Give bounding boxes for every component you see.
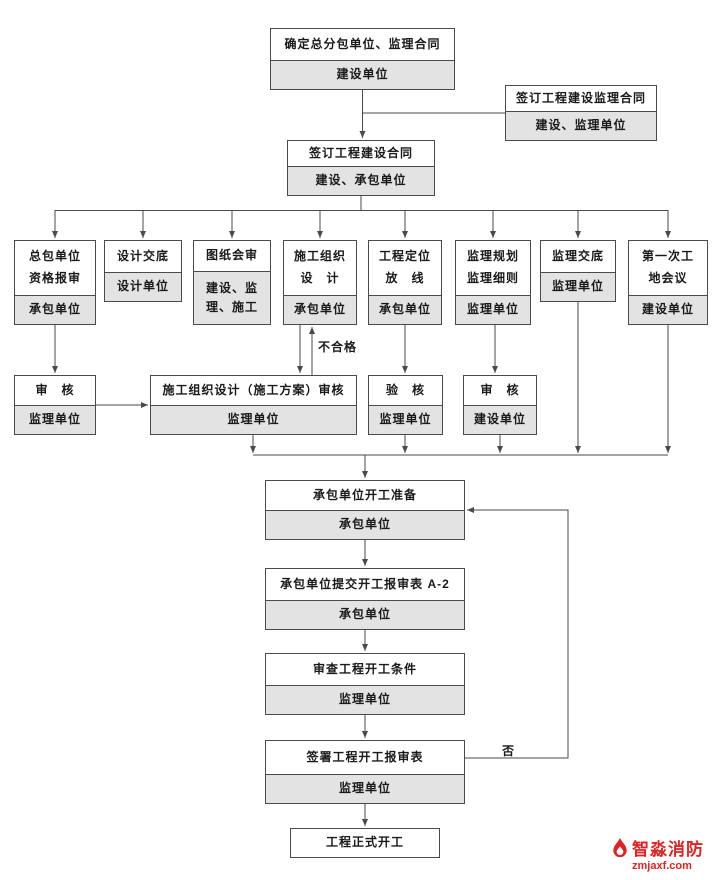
node-review-commencement-conditions: 审查工程开工条件 监理单位: [265, 653, 465, 715]
node-unit: 建设单位: [464, 405, 536, 434]
label-reject: 不合格: [318, 340, 358, 354]
node-unit: 承包单位: [266, 510, 464, 539]
node-sign-construction-contract: 签订工程建设合同 建设、承包单位: [287, 140, 435, 196]
node-title: 审 核: [35, 382, 75, 397]
node-determine-contractors: 确定总分包单位、监理合同 建设单位: [270, 28, 455, 90]
node-unit: 监理单位: [266, 685, 464, 714]
node-unit: 监理单位: [151, 405, 356, 434]
node-drawing-review: 图纸会审 建设、监 理、施工: [193, 240, 271, 325]
node-unit: 建设、监 理、施工: [194, 271, 270, 324]
node-unit: 监理单位: [456, 295, 530, 324]
node-unit: 监理单位: [15, 405, 95, 434]
node-title: 承包单位提交开工报审表 A-2: [280, 576, 450, 591]
node-title: 监理交底: [551, 248, 604, 263]
node-title: 工程正式开工: [325, 835, 404, 850]
node-unit: 设计单位: [105, 272, 181, 301]
node-review-qualification: 审 核 监理单位: [14, 375, 96, 435]
node-contractor-preparation: 承包单位开工准备 承包单位: [265, 480, 465, 540]
node-title: 审 核: [480, 382, 520, 397]
node-design-disclosure: 设计交底 设计单位: [104, 240, 182, 302]
flame-icon: [613, 838, 627, 858]
node-unit: 承包单位: [266, 600, 464, 629]
node-unit: 监理单位: [369, 405, 442, 434]
node-site-positioning: 工程定位 放 线 承包单位: [368, 240, 442, 325]
node-title: 监理规划 监理细则: [466, 249, 519, 285]
node-gc-qualification: 总包单位 资格报审 承包单位: [14, 240, 96, 325]
node-first-site-meeting: 第一次工 地会议 建设单位: [628, 240, 708, 325]
node-title: 签署工程开工报审表: [306, 749, 424, 764]
node-title: 承包单位开工准备: [312, 487, 417, 502]
node-unit: 建设、承包单位: [288, 166, 434, 195]
node-unit: 承包单位: [284, 295, 356, 324]
node-unit: 承包单位: [15, 295, 95, 324]
node-title: 验 核: [385, 382, 425, 397]
node-verify-positioning: 验 核 监理单位: [368, 375, 443, 435]
node-official-commencement: 工程正式开工: [290, 828, 440, 858]
node-construction-org-design: 施工组织 设 计 承包单位: [283, 240, 357, 325]
node-sign-supervision-contract: 签订工程建设监理合同 建设、监理单位: [505, 85, 657, 141]
node-supervision-disclosure: 监理交底 监理单位: [540, 240, 616, 302]
node-unit: 建设单位: [271, 60, 454, 89]
node-supervision-plan: 监理规划 监理细则 监理单位: [455, 240, 531, 325]
node-review-plan: 审 核 建设单位: [463, 375, 537, 435]
node-title: 第一次工 地会议: [641, 249, 694, 285]
node-title: 总包单位 资格报审: [28, 249, 81, 285]
node-unit: 建设、监理单位: [506, 111, 656, 140]
node-title: 工程定位 放 线: [378, 249, 431, 285]
node-title: 施工组织设计（施工方案）审核: [162, 382, 345, 397]
node-sign-commencement-form: 签署工程开工报审表 监理单位: [265, 740, 465, 804]
node-unit: 建设单位: [629, 295, 707, 324]
node-title: 签订工程建设合同: [308, 145, 413, 160]
label-no: 否: [502, 744, 516, 758]
node-title: 图纸会审: [205, 248, 258, 263]
node-unit: 承包单位: [369, 295, 441, 324]
node-title: 施工组织 设 计: [293, 249, 346, 285]
node-review-org-design: 施工组织设计（施工方案）审核 监理单位: [150, 375, 357, 435]
logo-name: 智淼消防: [632, 840, 704, 859]
node-unit: 监理单位: [266, 774, 464, 803]
node-title: 签订工程建设监理合同: [515, 90, 646, 105]
node-title: 确定总分包单位、监理合同: [284, 36, 441, 51]
node-title: 审查工程开工条件: [312, 661, 417, 676]
node-title: 设计交底: [116, 248, 169, 263]
node-submit-commencement-form: 承包单位提交开工报审表 A-2 承包单位: [265, 568, 465, 630]
node-unit: 监理单位: [541, 272, 615, 301]
logo: 智淼消防 zmjaxf.com: [611, 838, 704, 872]
logo-site: zmjaxf.com: [632, 860, 692, 872]
